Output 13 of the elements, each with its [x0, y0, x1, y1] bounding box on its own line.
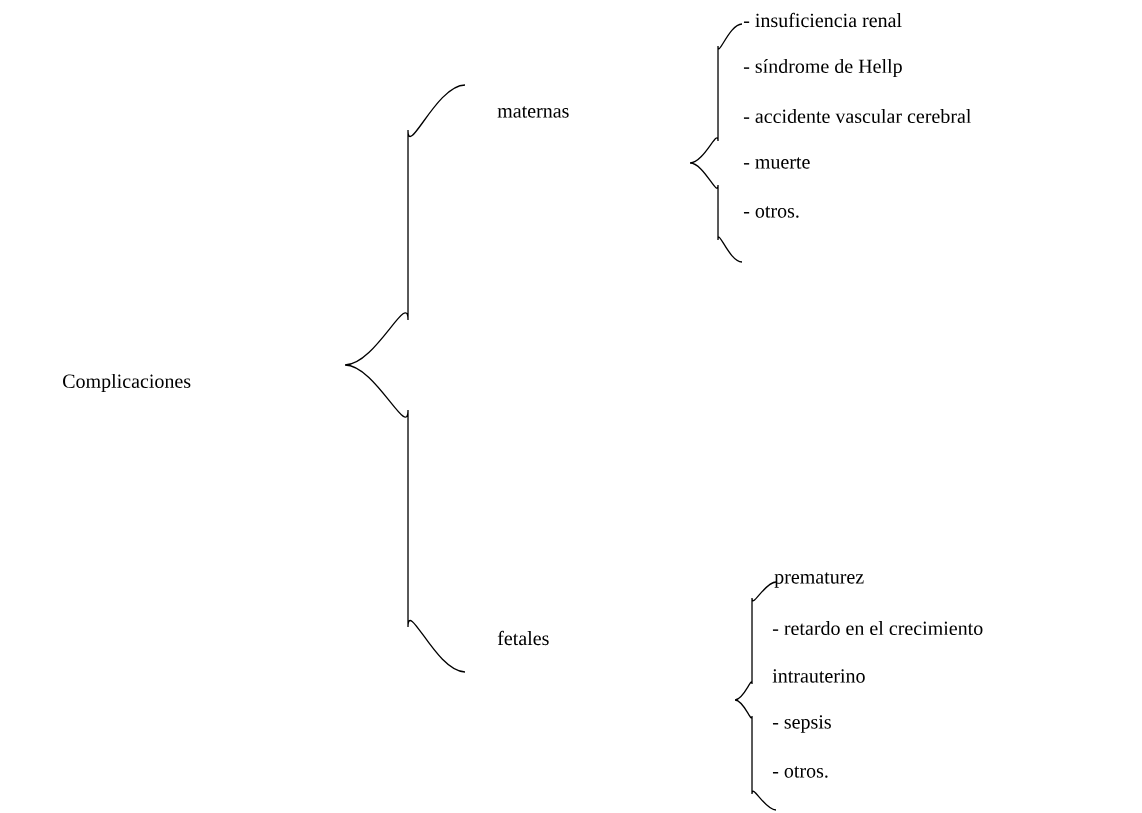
category-text: maternas — [497, 106, 569, 118]
list-item: intrauterino — [772, 669, 865, 683]
list-item: - retardo en el crecimiento — [772, 620, 983, 635]
list-item: - otros. — [743, 206, 799, 218]
list-item: - otros. — [772, 766, 828, 778]
list-item: - accidente vascular cerebral — [743, 108, 972, 124]
category-text: fetales — [497, 630, 549, 646]
heading-text: Complicaciones — [63, 373, 191, 393]
list-item: - muerte — [743, 157, 810, 169]
list-item: - síndrome de Hellp — [743, 58, 902, 78]
list-item: - insuficiencia renal — [743, 12, 902, 28]
list-item: prematurez — [774, 572, 864, 588]
list-item: - sepsis — [772, 715, 831, 733]
